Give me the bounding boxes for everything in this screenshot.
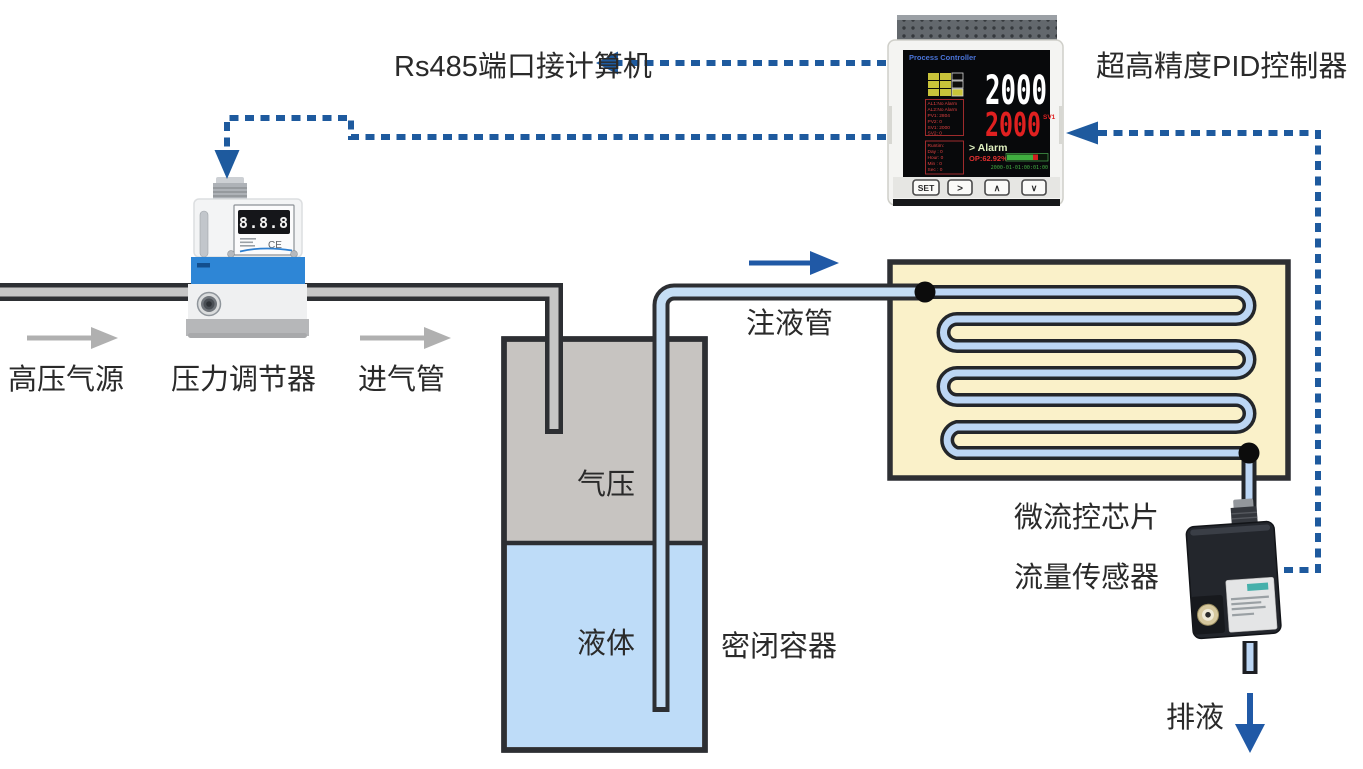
regulator-ce-mark: CE xyxy=(268,240,282,251)
status-line: PV1: 2804 xyxy=(928,113,951,119)
controller-runtime-lines: Runtim: Day : 0 Hour: 0 Min : 0 Sec : 0 xyxy=(928,143,945,173)
controller-status-box xyxy=(925,99,964,136)
set-button-label: SET xyxy=(918,183,935,193)
regulator-logo-swoosh xyxy=(239,247,293,253)
controller-left-latch xyxy=(888,106,892,144)
runtime-line: Day : 0 xyxy=(928,149,944,155)
injection-arrow-shaft xyxy=(749,260,812,266)
controller-status-lines: AL1:No Alarm AL2:No Alarm PV1: 2804 PV2:… xyxy=(928,101,958,137)
rs485-label: Rs485端口接计算机 xyxy=(394,50,652,83)
gas-flow-arrows xyxy=(27,327,451,349)
flow-sensor-device xyxy=(1185,498,1282,640)
controller-to-regulator-dashed-line xyxy=(224,115,886,151)
controller-vented-cap xyxy=(897,20,1057,41)
controller-pv-readout: 2000 xyxy=(985,68,1047,114)
inlet-arrow-head xyxy=(424,327,451,349)
controller-alarm-text: > Alarm xyxy=(969,142,1007,154)
pressure-regulator-device: 8.8.8 CE xyxy=(186,177,309,338)
sensor-label xyxy=(1225,576,1278,633)
controller-output-bar-marker xyxy=(1033,154,1038,160)
status-line: AL2:No Alarm xyxy=(928,107,958,113)
gas-pipe-inner xyxy=(0,287,559,429)
signal-lines xyxy=(224,60,1321,573)
controller-output-text: OP:62.92% xyxy=(969,154,1008,163)
container-outline xyxy=(501,336,708,753)
sensor-top-highlight xyxy=(1190,524,1271,536)
regulator-screw-left xyxy=(227,250,235,258)
drain-arrow xyxy=(1235,693,1265,753)
controller-output-bar-fill xyxy=(1007,154,1033,160)
regulator-band-slot xyxy=(197,263,210,268)
down-button xyxy=(1021,179,1047,196)
regulator-arrow-head xyxy=(214,150,240,179)
controller-cap-edge xyxy=(897,15,1057,21)
flow-sensor-label: 流量传感器 xyxy=(1014,561,1159,594)
runtime-line: Sec : 0 xyxy=(928,167,943,173)
sensor-to-controller-dashed-line xyxy=(1098,130,1321,573)
controller-indicator-grid xyxy=(928,72,964,97)
controller-runtime-box xyxy=(925,140,964,175)
sensor-connector-nut xyxy=(1230,506,1258,526)
pressure-regulator-label: 压力调节器 xyxy=(171,363,316,396)
drain-label: 排液 xyxy=(1166,701,1224,734)
status-line: SV1: 2000 xyxy=(928,125,951,131)
status-line: PV2: 0 xyxy=(928,119,943,125)
controller-sv-readout: 2000 xyxy=(985,105,1041,144)
microfluidic-chip-label: 微流控芯片 xyxy=(1014,501,1159,534)
controller-bottom-strip xyxy=(893,199,1060,206)
controller-sv-tag: SV1 xyxy=(1043,114,1056,121)
sealed-container xyxy=(501,336,708,753)
injection-arrow-head xyxy=(810,251,839,275)
gas-source-arrow-shaft xyxy=(27,335,93,341)
regulator-lcd xyxy=(238,210,290,234)
up-button-label: ∧ xyxy=(994,183,1001,193)
gas-region-label: 气压 xyxy=(577,468,635,501)
regulator-blue-band xyxy=(191,257,305,284)
inlet-pipe-label: 进气管 xyxy=(358,363,445,396)
rs485-arrow-head xyxy=(596,51,618,75)
regulator-screw-right xyxy=(290,250,298,258)
chip-inlet-port xyxy=(914,281,936,303)
regulator-display-value: 8.8.8 xyxy=(239,214,289,232)
shift-button xyxy=(947,179,973,196)
regulator-side-pin xyxy=(199,210,209,258)
drain-arrow-head xyxy=(1235,724,1265,753)
sealed-container-label: 密闭容器 xyxy=(721,630,837,663)
gas-source-arrow-head xyxy=(91,327,118,349)
shift-button-label: > xyxy=(957,184,963,195)
injection-pipe-line xyxy=(652,283,931,712)
liquid-region-label: 液体 xyxy=(577,627,635,660)
signal-arrowheads xyxy=(214,51,1098,179)
gas-pipe xyxy=(0,283,563,434)
regulator-base xyxy=(186,319,309,336)
gas-source-label: 高压气源 xyxy=(8,363,124,396)
chip-serpentine-channel xyxy=(914,281,1260,516)
injection-pipe-inner xyxy=(656,287,931,707)
sensor-label-logo xyxy=(1246,582,1269,592)
runtime-line: Min : 0 xyxy=(928,161,943,167)
injection-flow-arrow xyxy=(749,251,839,275)
channel-inner xyxy=(920,288,1253,457)
runtime-line: Runtim: xyxy=(928,143,945,149)
injection-pipe-label: 注液管 xyxy=(746,307,833,340)
controller-arrow-head xyxy=(1066,121,1098,145)
chip-outlet-port xyxy=(1238,442,1260,464)
status-line: AL1:No Alarm xyxy=(928,101,958,107)
set-button xyxy=(912,179,940,196)
status-line: SV2: 0 xyxy=(928,131,943,137)
pid-controller-device: Process Controller AL1:No Alarm AL2:No A… xyxy=(887,15,1064,206)
drain-arrow-shaft xyxy=(1247,693,1253,728)
pid-controller-label: 超高精度PID控制器 xyxy=(1096,50,1347,83)
controller-buttons: SET > ∧ ∨ xyxy=(912,179,1047,196)
inlet-arrow-shaft xyxy=(360,335,426,341)
controller-brand: Process Controller xyxy=(909,53,976,62)
controller-timestamp: 2000-01-01:00:01:00 xyxy=(991,165,1048,171)
controller-right-latch xyxy=(1059,106,1063,144)
runtime-line: Hour: 0 xyxy=(928,155,944,161)
up-button xyxy=(984,179,1010,196)
down-button-label: ∨ xyxy=(1031,183,1038,193)
